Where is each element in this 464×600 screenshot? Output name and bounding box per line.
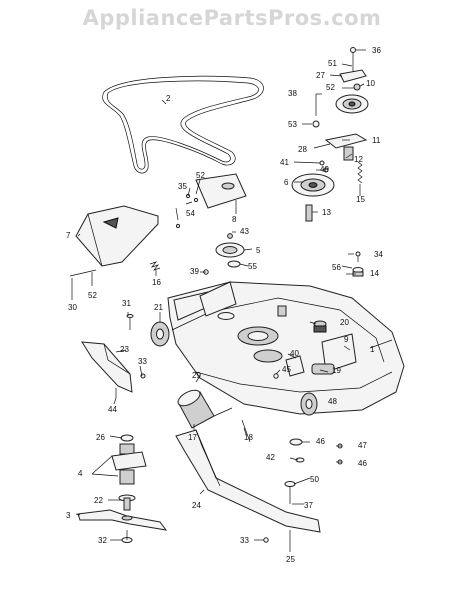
- belt-cover[interactable]: [75, 205, 159, 267]
- callout-5: 5: [256, 246, 261, 255]
- callout-2: 2: [166, 94, 171, 103]
- callout-8: 8: [232, 215, 237, 224]
- gauge-wheel-48[interactable]: [300, 392, 318, 416]
- callout-26: 26: [96, 433, 105, 442]
- callout-46b: 46: [358, 459, 367, 468]
- callout-16: 16: [152, 278, 161, 287]
- callout-48: 48: [328, 397, 337, 406]
- callout-21: 21: [154, 303, 163, 312]
- callout-51: 51: [328, 59, 337, 68]
- callout-3: 3: [66, 511, 71, 520]
- callout-32: 32: [98, 536, 107, 545]
- roller-17[interactable]: [176, 387, 233, 429]
- callout-17: 17: [188, 433, 197, 442]
- idler-shield[interactable]: [195, 173, 247, 209]
- callout-4: 4: [78, 469, 83, 478]
- bolt-32[interactable]: [121, 530, 133, 543]
- callout-27: 27: [316, 71, 325, 80]
- callout-35: 35: [178, 182, 187, 191]
- watermark-logo: AppliancePartsPros.com: [82, 6, 382, 30]
- callout-12: 12: [354, 155, 363, 164]
- callout-56: 56: [332, 263, 341, 272]
- callout-42: 42: [266, 453, 275, 462]
- callout-11: 11: [372, 136, 381, 145]
- callout-34: 34: [374, 250, 383, 259]
- callout-15: 15: [356, 195, 365, 204]
- callout-9: 9: [344, 335, 349, 344]
- callout-10: 10: [366, 79, 375, 88]
- callout-38: 38: [288, 89, 297, 98]
- spring-18[interactable]: [149, 261, 161, 271]
- callout-14: 14: [370, 269, 379, 278]
- callout-37: 37: [304, 501, 313, 510]
- callout-6: 6: [284, 178, 289, 187]
- callout-52a: 52: [326, 83, 335, 92]
- bracket-23[interactable]: [81, 341, 133, 393]
- gauge-wheel-21[interactable]: [150, 321, 170, 347]
- callout-33b: 33: [240, 536, 249, 545]
- pulley-20[interactable]: [313, 320, 327, 333]
- callout-7: 7: [66, 231, 71, 240]
- bolt-30[interactable]: [69, 269, 97, 277]
- callout-47: 47: [358, 441, 367, 450]
- callout-50: 50: [310, 475, 319, 484]
- callout-28: 28: [298, 145, 307, 154]
- callout-20: 20: [340, 318, 349, 327]
- callout-24: 24: [192, 501, 201, 510]
- callout-29: 29: [192, 371, 201, 380]
- callout-54: 54: [186, 209, 195, 218]
- callout-44: 44: [108, 405, 117, 414]
- callout-55: 55: [248, 262, 257, 271]
- leader-lines: [71, 49, 393, 552]
- lift-rod-24[interactable]: [175, 429, 321, 533]
- gauge-wheel-roller-45[interactable]: [311, 363, 335, 375]
- callout-49: 49: [320, 165, 329, 174]
- callout-22: 22: [94, 496, 103, 505]
- callout-36: 36: [372, 46, 381, 55]
- bolt-34-spacer-14[interactable]: [352, 251, 364, 277]
- pulley-5[interactable]: [215, 233, 245, 268]
- spindle-assembly[interactable]: [111, 434, 147, 511]
- callout-18: 18: [244, 433, 253, 442]
- callout-46a: 46: [316, 437, 325, 446]
- callout-30: 30: [68, 303, 77, 312]
- callout-53: 53: [288, 120, 297, 129]
- callout-33a: 33: [138, 357, 147, 366]
- callout-1: 1: [370, 345, 375, 354]
- drive-belt[interactable]: [102, 75, 264, 174]
- callout-52c: 52: [88, 291, 97, 300]
- callout-13: 13: [322, 208, 331, 217]
- callout-40: 40: [290, 349, 299, 358]
- callout-45: 45: [282, 365, 291, 374]
- callout-31: 31: [122, 299, 131, 308]
- callout-25: 25: [286, 555, 295, 564]
- mower-blade[interactable]: [77, 509, 168, 531]
- mower-deck[interactable]: [167, 281, 405, 415]
- callout-labels: 1 2 3 4 5 6 7 8 9 10 11 12 13 14 15 16 1…: [66, 46, 383, 564]
- small-hardware-54-35: [175, 193, 199, 229]
- bolt-31[interactable]: [126, 314, 134, 331]
- callout-23: 23: [120, 345, 129, 354]
- callout-39: 39: [190, 267, 199, 276]
- callout-52b: 52: [196, 171, 205, 180]
- callout-43: 43: [240, 227, 249, 236]
- callout-19: 19: [332, 366, 341, 375]
- idler-bracket-assembly[interactable]: [291, 47, 369, 222]
- callout-41: 41: [280, 158, 289, 167]
